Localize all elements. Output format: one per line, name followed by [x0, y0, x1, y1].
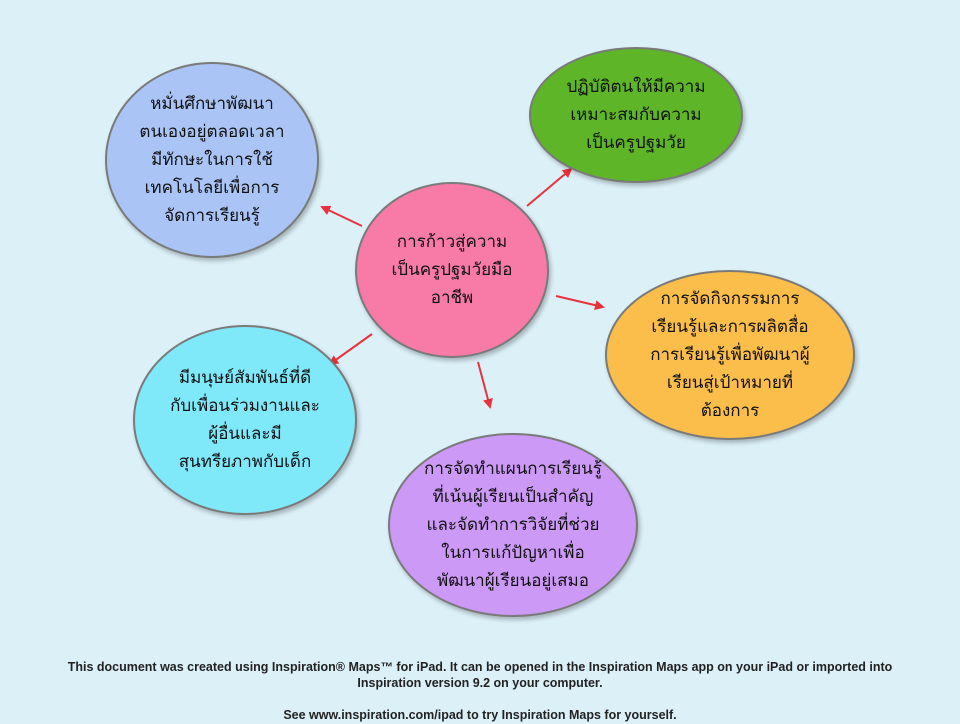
arrow-to-activities — [555, 295, 605, 311]
node-text: หมั่นศึกษาพัฒนา ตนเองอยู่ตลอดเวลา มีทักษ… — [139, 94, 285, 226]
node-self-development[interactable]: หมั่นศึกษาพัฒนา ตนเองอยู่ตลอดเวลา มีทักษ… — [105, 62, 319, 258]
node-text: การก้าวสู่ความ เป็นครูปฐมวัยมือ อาชีพ — [391, 232, 513, 308]
node-center-topic[interactable]: การก้าวสู่ความ เป็นครูปฐมวัยมือ อาชีพ — [355, 182, 549, 358]
footer-line-3: See www.inspiration.com/ipad to try Insp… — [283, 708, 677, 722]
node-text: มีมนุษย์สัมพันธ์ที่ดี กับเพื่อนร่วมงานแล… — [170, 368, 320, 472]
node-lesson-planning[interactable]: การจัดทำแผนการเรียนรู้ ที่เน้นผู้เรียนเป… — [388, 433, 638, 617]
node-text: การจัดกิจกรรมการ เรียนรู้และการผลิตสื่อ … — [650, 289, 810, 421]
footer-line-2: Inspiration version 9.2 on your computer… — [357, 676, 603, 690]
node-text: การจัดทำแผนการเรียนรู้ ที่เน้นผู้เรียนเป… — [424, 459, 602, 591]
node-text: ปฏิบัติตนให้มีความ เหมาะสมกับความ เป็นคร… — [566, 77, 706, 153]
arrow-to-self-development — [320, 205, 363, 227]
footer-line-1: This document was created using Inspirat… — [67, 660, 893, 674]
node-conduct[interactable]: ปฏิบัติตนให้มีความ เหมาะสมกับความ เป็นคร… — [529, 47, 743, 183]
arrow-to-relationships — [328, 333, 373, 366]
node-relationships[interactable]: มีมนุษย์สัมพันธ์ที่ดี กับเพื่อนร่วมงานแล… — [133, 325, 357, 515]
arrow-to-conduct — [526, 167, 573, 207]
arrow-to-lesson-planning — [477, 361, 493, 409]
node-activities[interactable]: การจัดกิจกรรมการ เรียนรู้และการผลิตสื่อ … — [605, 270, 855, 440]
